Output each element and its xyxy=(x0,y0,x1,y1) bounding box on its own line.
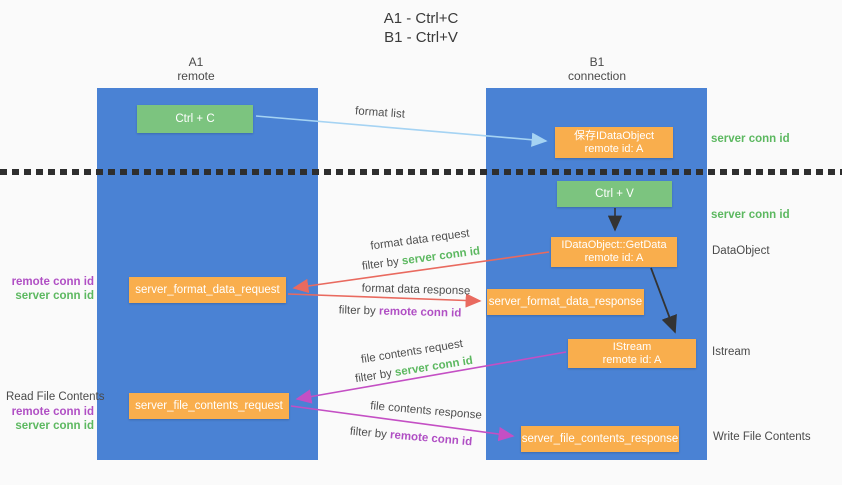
filter-by-text: filter by xyxy=(338,304,376,318)
remote-conn-id-label: remote conn id xyxy=(11,276,94,288)
server-format-data-request-label: server_format_data_request xyxy=(135,284,280,296)
left-label-read-file-contents: Read File Contents xyxy=(6,391,105,403)
right-label-server-conn-id-2: server conn id xyxy=(711,209,790,221)
server-conn-id-term: server conn id xyxy=(401,245,481,268)
ctrl-v-label: Ctrl + V xyxy=(595,188,634,200)
lane-b1-role: connection xyxy=(567,69,627,83)
server-conn-id-label: server conn id xyxy=(15,290,94,302)
filter-by-text: filter by xyxy=(354,367,393,386)
ctrl-c-label: Ctrl + C xyxy=(175,113,215,125)
right-label-istream: Istream xyxy=(712,346,751,358)
label-format-list: format list xyxy=(354,105,406,121)
remote-conn-id-term: remote conn id xyxy=(389,429,473,449)
phase-separator-dashed-line xyxy=(0,169,842,175)
title-line-1: A1 - Ctrl+C xyxy=(383,10,459,27)
title-line-2: B1 - Ctrl+V xyxy=(384,29,458,46)
node-ctrl-c: Ctrl + C xyxy=(137,105,253,133)
server-format-data-response-label: server_format_data_response xyxy=(488,296,643,308)
filter-by-text: filter by xyxy=(361,255,400,273)
right-label-write-file-contents: Write File Contents xyxy=(713,431,811,443)
node-idataobject-getdata: IDataObject::GetData remote id: A xyxy=(551,237,677,267)
label-filter-by-remote-conn-id-1: filter by remote conn id xyxy=(339,304,462,319)
save-idataobject-line1: 保存IDataObject xyxy=(573,129,655,142)
remote-conn-id-label: remote conn id xyxy=(11,406,94,418)
lane-header-a1: A1 remote xyxy=(126,55,266,83)
label-file-contents-response: file contents response xyxy=(369,400,483,422)
save-idataobject-line2: remote id: A xyxy=(584,142,644,155)
node-ctrl-v: Ctrl + V xyxy=(557,181,672,207)
remote-conn-id-term: remote conn id xyxy=(378,305,462,320)
label-format-data-response: format data response xyxy=(361,282,471,298)
lane-a1-role: remote xyxy=(177,69,215,83)
left-label-conn-ids-2: remote conn id server conn id xyxy=(0,405,94,433)
lane-b1-name: B1 xyxy=(589,55,605,69)
node-server-format-data-request: server_format_data_request xyxy=(129,277,286,303)
node-istream: IStream remote id: A xyxy=(568,339,696,368)
right-label-server-conn-id-1: server conn id xyxy=(711,133,790,145)
lane-a1-name: A1 xyxy=(188,55,204,69)
node-server-format-data-response: server_format_data_response xyxy=(487,289,644,315)
server-file-contents-request-label: server_file_contents_request xyxy=(135,400,283,412)
istream-line1: IStream xyxy=(612,340,652,353)
server-file-contents-response-label: server_file_contents_response xyxy=(521,433,679,445)
left-label-conn-ids-1: remote conn id server conn id xyxy=(0,275,94,303)
filter-by-text: filter by xyxy=(349,425,388,441)
server-conn-id-label: server conn id xyxy=(15,420,94,432)
istream-line2: remote id: A xyxy=(602,353,662,366)
right-label-dataobject: DataObject xyxy=(712,245,770,257)
node-server-file-contents-response: server_file_contents_response xyxy=(521,426,679,452)
node-save-idataobject: 保存IDataObject remote id: A xyxy=(555,127,673,158)
getdata-line1: IDataObject::GetData xyxy=(561,239,667,251)
lane-header-b1: B1 connection xyxy=(527,55,667,83)
node-server-file-contents-request: server_file_contents_request xyxy=(129,393,289,419)
getdata-line2: remote id: A xyxy=(584,252,644,264)
diagram-title: A1 - Ctrl+C B1 - Ctrl+V xyxy=(0,9,842,47)
label-filter-by-remote-conn-id-2: filter by remote conn id xyxy=(349,426,472,449)
